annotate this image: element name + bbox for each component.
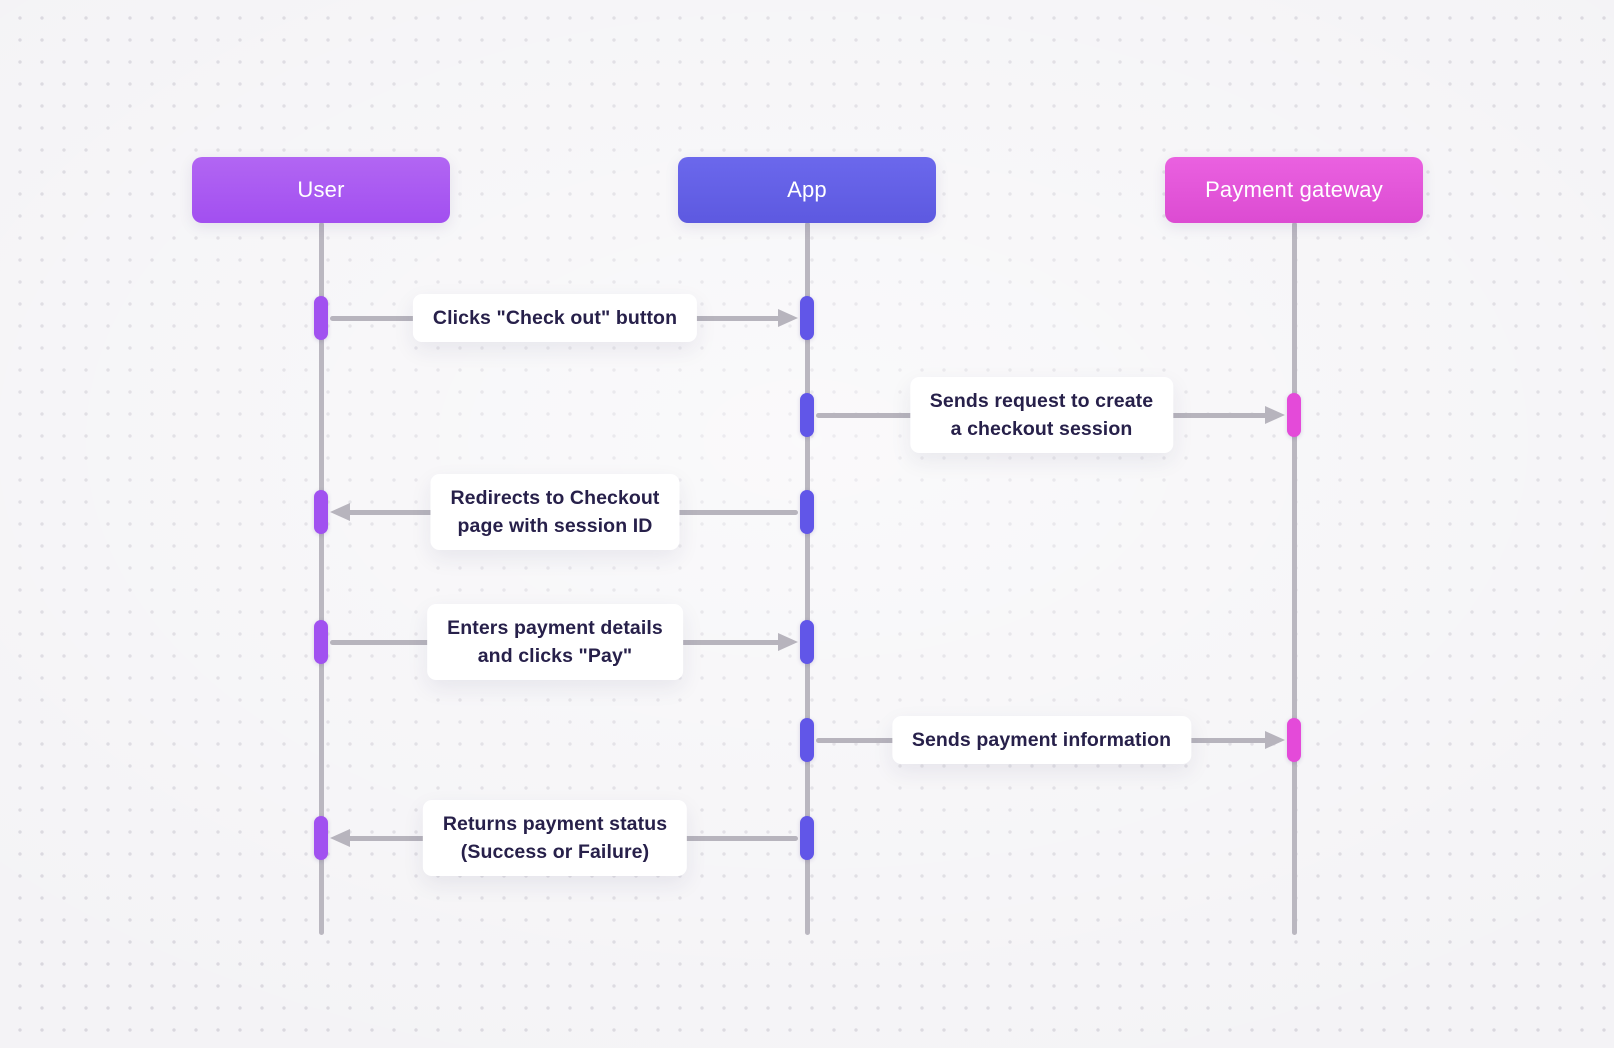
message-text: and clicks "Pay" xyxy=(477,645,633,667)
actor-payment-gateway[interactable]: Payment gateway xyxy=(1165,157,1423,223)
message-label[interactable]: Returns payment status (Success or Failur… xyxy=(422,800,688,876)
message-text: page with session ID xyxy=(457,515,653,537)
message-text: (Success or Failure) xyxy=(460,841,650,863)
message-text: Enters payment details xyxy=(447,617,663,639)
actor-label: App xyxy=(787,177,827,202)
activation-bar-user xyxy=(314,296,328,340)
activation-bar-app xyxy=(800,393,814,437)
message-label[interactable]: Sends request to create a checkout sessio… xyxy=(909,377,1174,453)
message-text: Clicks "Check out" button xyxy=(432,307,678,329)
activation-bar-app xyxy=(800,490,814,534)
actor-app[interactable]: App xyxy=(678,157,936,223)
message-label[interactable]: Clicks "Check out" button xyxy=(412,294,698,342)
arrowhead-icon xyxy=(330,503,350,521)
lifeline-app xyxy=(804,222,810,935)
lifeline-user xyxy=(318,222,324,935)
arrowhead-icon xyxy=(1265,731,1285,749)
message-label[interactable]: Sends payment information xyxy=(891,716,1192,764)
activation-bar-app xyxy=(800,620,814,664)
activation-bar-payment-gateway xyxy=(1287,718,1301,762)
activation-bar-app xyxy=(800,718,814,762)
activation-bar-user xyxy=(314,490,328,534)
activation-bar-user xyxy=(314,816,328,860)
message-label[interactable]: Enters payment details and clicks "Pay" xyxy=(427,604,683,680)
message-label[interactable]: Redirects to Checkout page with session I… xyxy=(430,474,680,550)
activation-bar-app xyxy=(800,816,814,860)
message-text: a checkout session xyxy=(950,418,1133,440)
message-text: Sends request to create xyxy=(929,390,1154,412)
arrowhead-icon xyxy=(778,633,798,651)
message-text: Sends payment information xyxy=(911,729,1172,751)
activation-bar-user xyxy=(314,620,328,664)
message-text: Redirects to Checkout xyxy=(450,487,660,509)
activation-bar-payment-gateway xyxy=(1287,393,1301,437)
arrowhead-icon xyxy=(330,829,350,847)
actor-label: User xyxy=(297,177,345,202)
activation-bar-app xyxy=(800,296,814,340)
actor-label: Payment gateway xyxy=(1205,177,1383,202)
arrowhead-icon xyxy=(778,309,798,327)
lifeline-payment-gateway xyxy=(1291,222,1297,935)
arrowhead-icon xyxy=(1265,406,1285,424)
actor-user[interactable]: User xyxy=(192,157,450,223)
message-text: Returns payment status xyxy=(442,813,668,835)
